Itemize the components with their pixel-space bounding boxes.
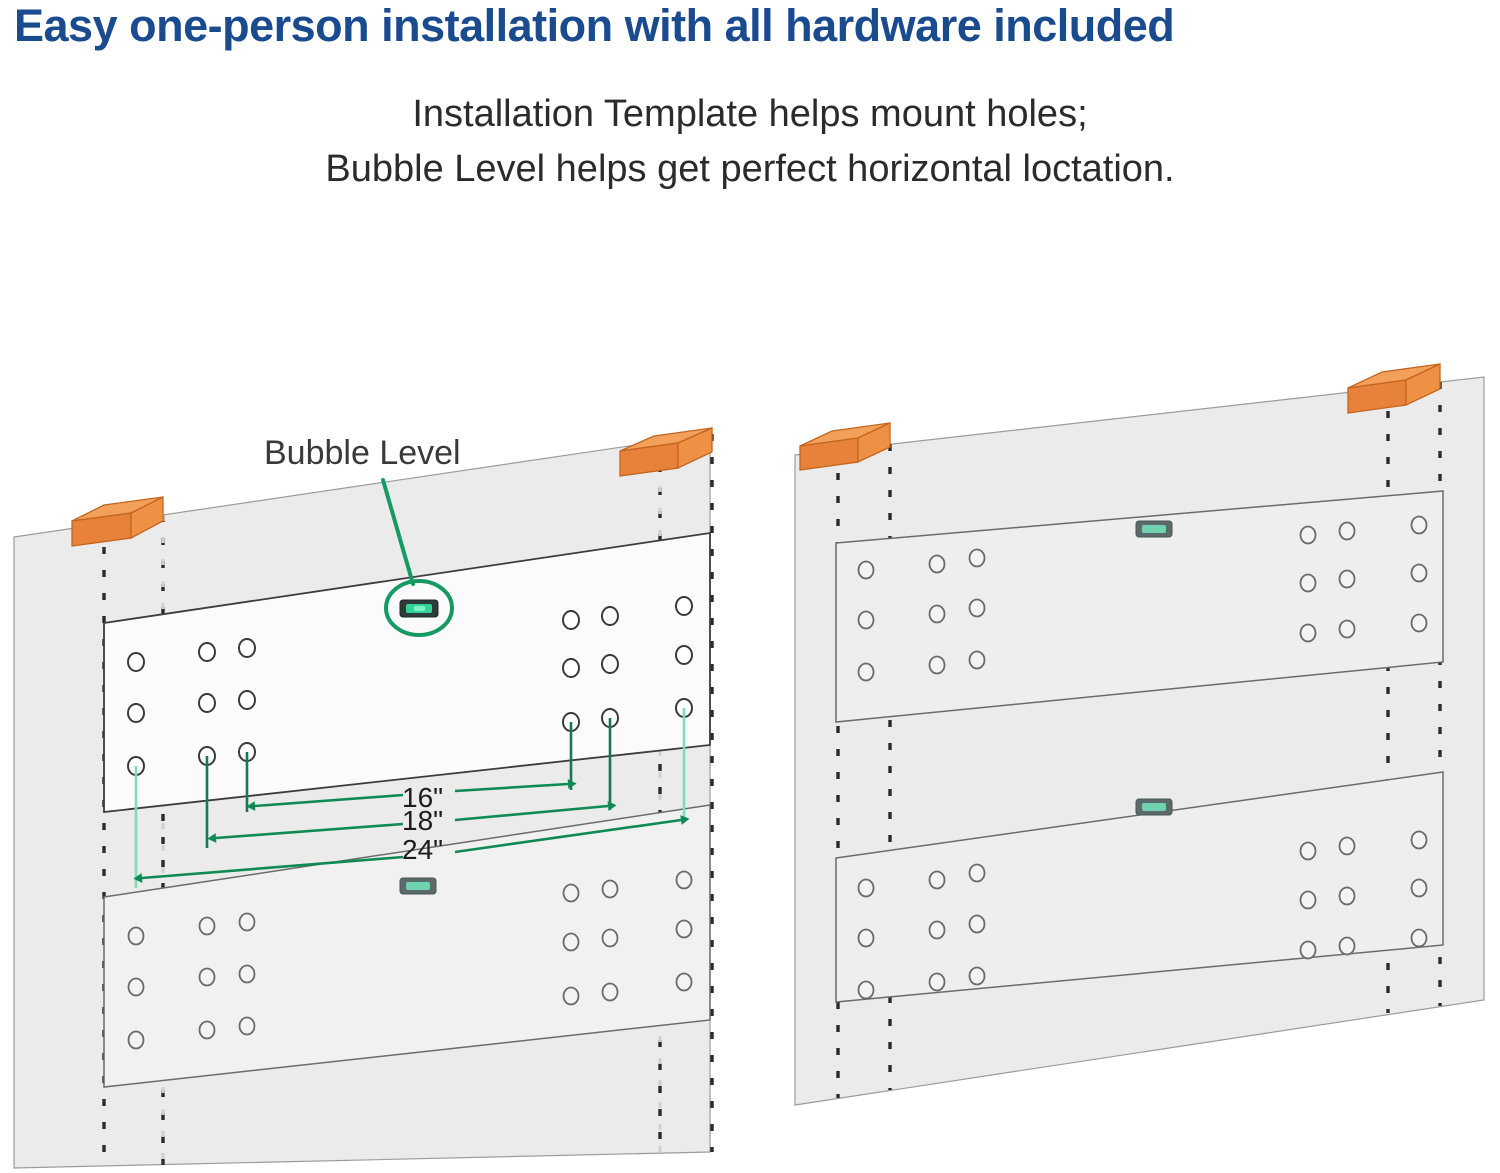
subtitle-line-2: Bubble Level helps get perfect horizonta… xyxy=(325,148,1175,190)
dimension-label-16: 16" xyxy=(402,782,444,813)
mount-hole-group-left xyxy=(127,912,256,1050)
extension-lines-dark xyxy=(205,718,612,848)
dimension-annotations xyxy=(133,708,690,888)
extension-lines-light xyxy=(134,708,686,888)
bubble-level-bottom-right xyxy=(1135,798,1173,816)
subtitle-line-1: Installation Template helps mount holes; xyxy=(412,93,1088,135)
left-wall-stud-lines-faint xyxy=(161,442,662,1165)
callout-label-bubble-level: Bubble Level xyxy=(264,434,461,472)
stud-marker-3 xyxy=(799,421,891,471)
dimension-line-18 xyxy=(207,801,617,843)
stud-marker-4 xyxy=(1347,362,1441,414)
callout-circle xyxy=(384,579,454,637)
mount-hole-group-left xyxy=(857,548,986,682)
stud-marker-1 xyxy=(71,495,164,547)
bubble-level-bottom-left xyxy=(399,877,437,895)
right-wall-section xyxy=(794,362,1485,1106)
dimension-label-18: 18" xyxy=(402,805,444,836)
bubble-level-top-left xyxy=(399,599,439,618)
mount-hole-group-right xyxy=(1299,830,1428,960)
mount-hole-group-right xyxy=(562,870,693,1006)
template-panel-bottom-left xyxy=(103,804,711,1088)
stud-marker-2 xyxy=(619,427,713,477)
page-title: Easy one-person installation with all ha… xyxy=(14,0,1175,51)
template-panel-bottom-right xyxy=(835,771,1444,1003)
bubble-level-callout xyxy=(381,478,454,637)
bubble-level-top-right xyxy=(1135,520,1173,538)
left-wall-section xyxy=(13,427,714,1169)
template-panel-top-right xyxy=(835,490,1444,723)
mount-hole-group-right xyxy=(1299,515,1428,643)
mount-hole-group-left xyxy=(857,863,986,1000)
dimension-line-24 xyxy=(133,815,690,883)
callout-leader-line xyxy=(381,478,415,586)
dimension-line-16 xyxy=(246,779,577,811)
right-wall-stud-lines xyxy=(836,382,1442,1098)
dimension-label-24: 24" xyxy=(402,834,444,865)
